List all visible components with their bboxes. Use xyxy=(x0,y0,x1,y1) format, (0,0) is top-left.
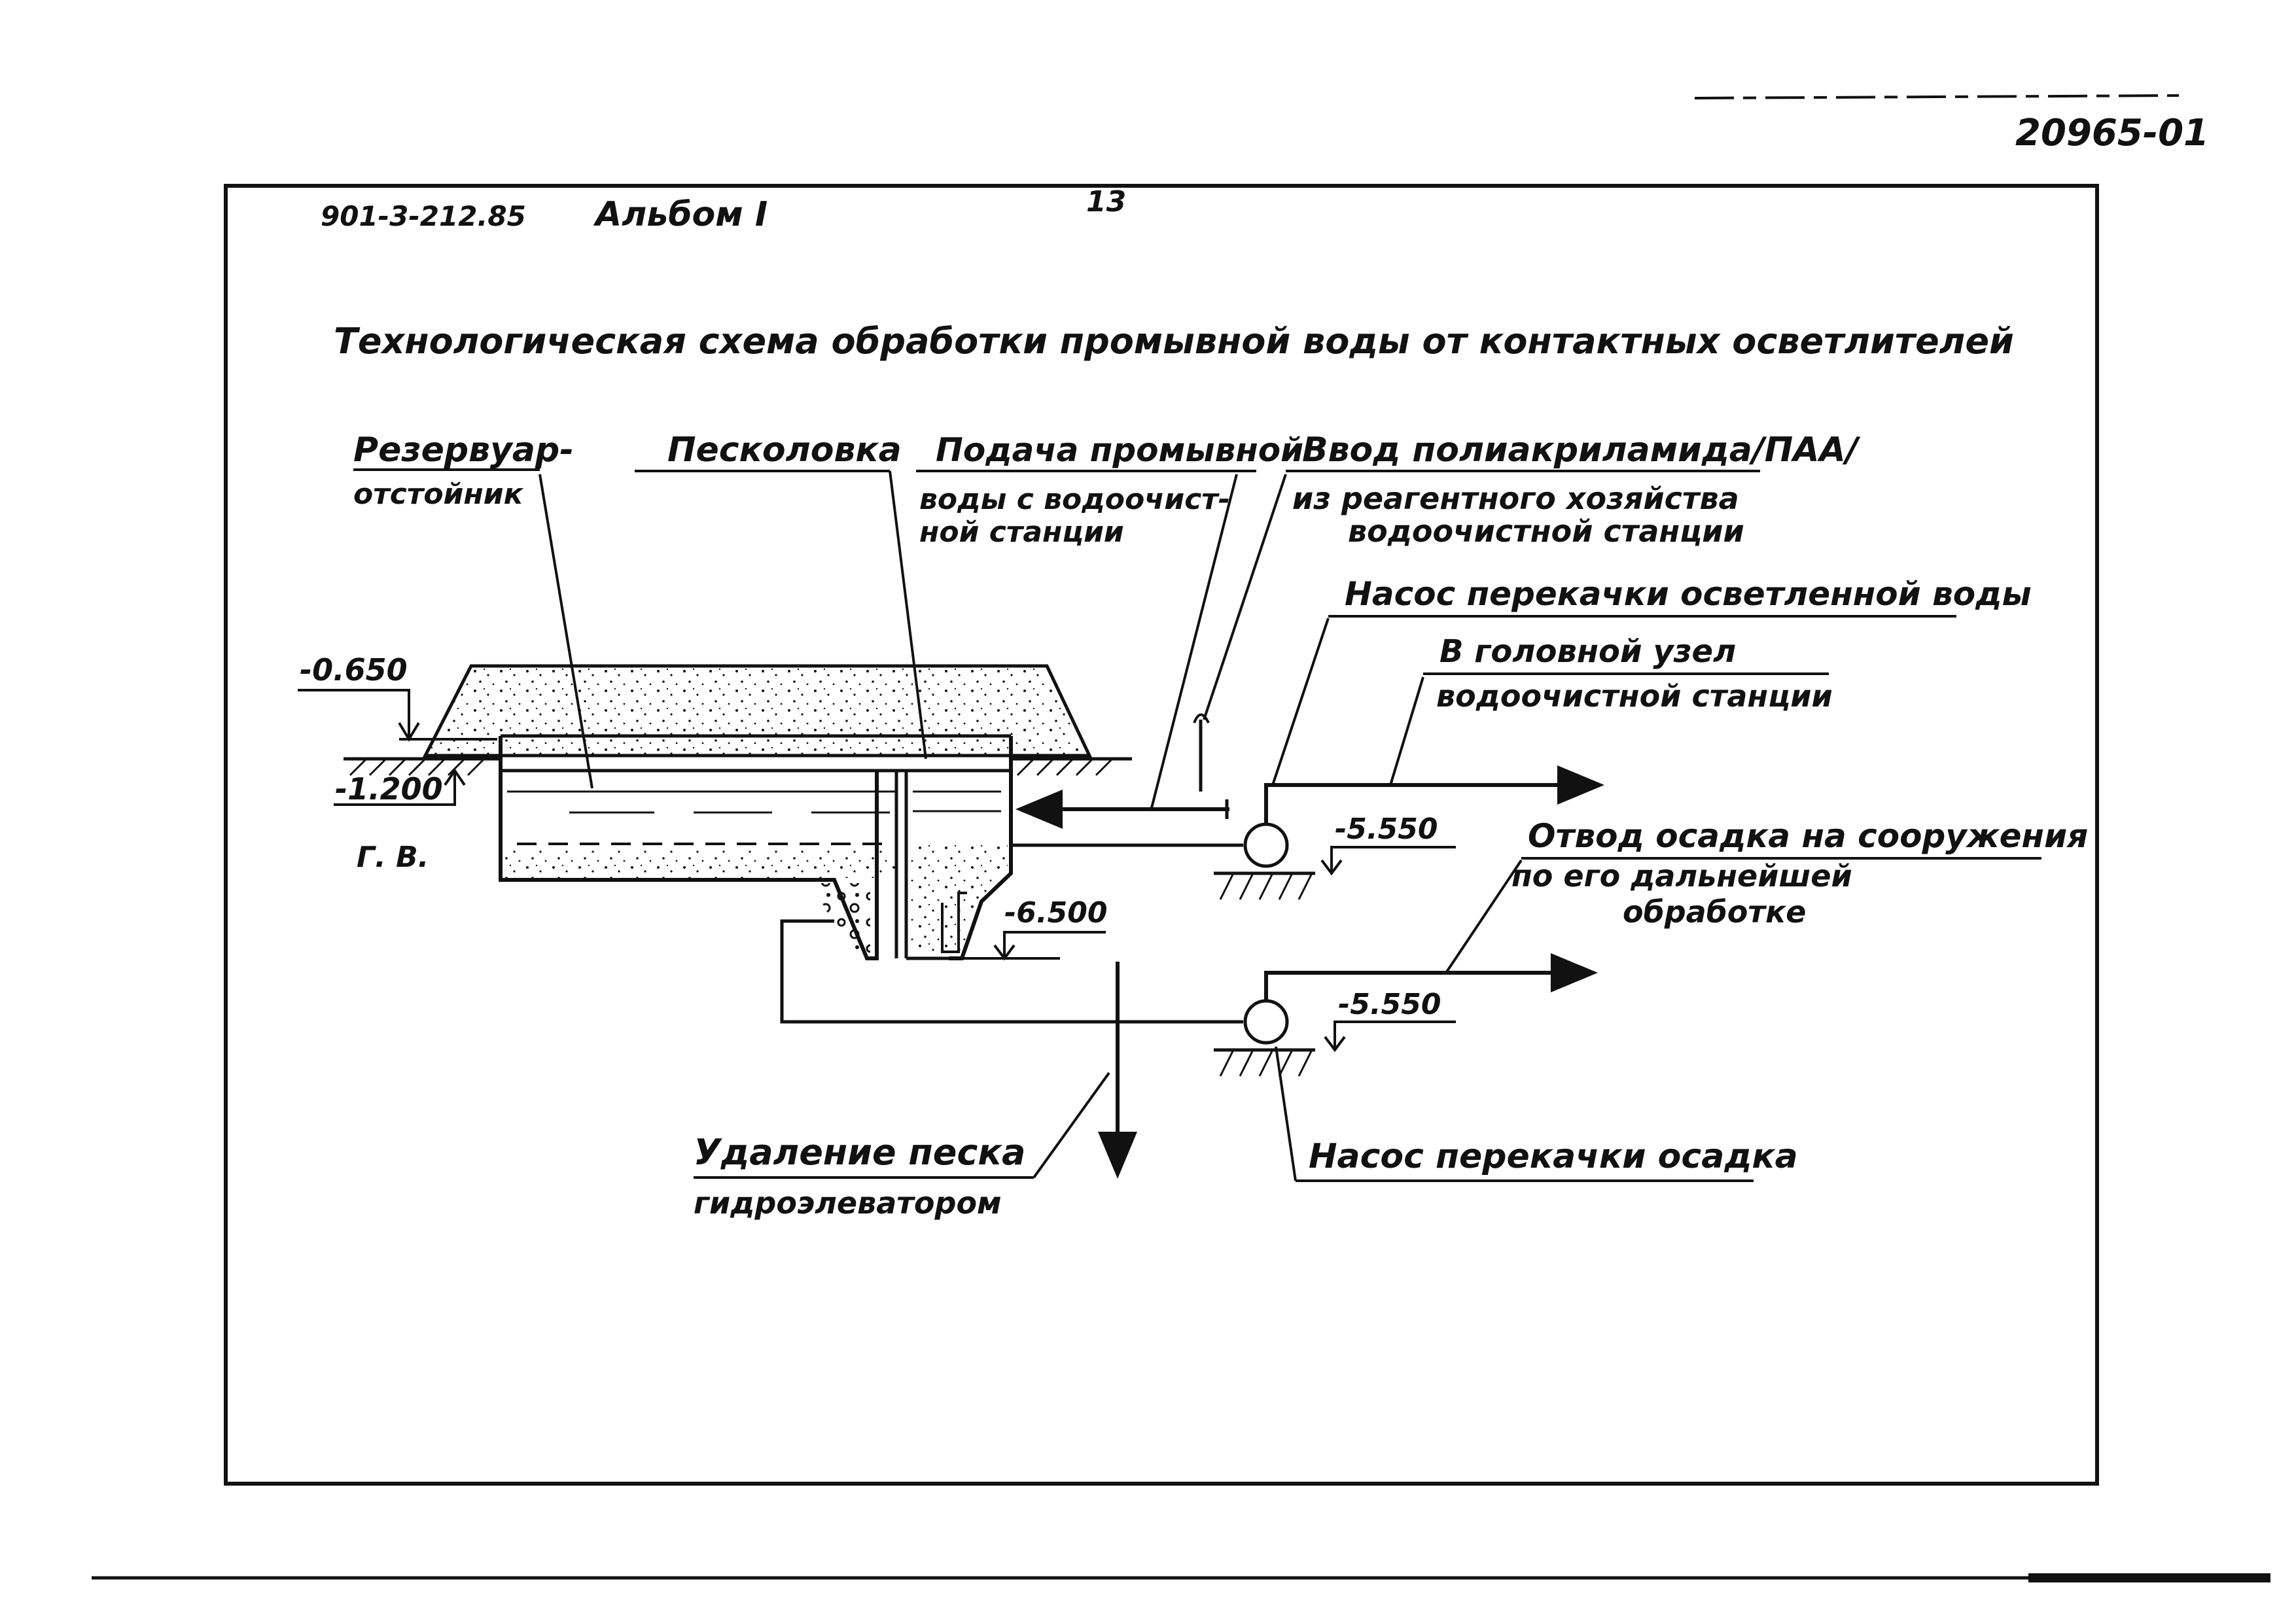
page-title: Технологическая схема обработки промывно… xyxy=(334,321,2014,362)
ground-surface-left xyxy=(344,757,501,777)
sludge-outlet-pipe xyxy=(1264,953,1598,1001)
svg-text:-5.550: -5.550 xyxy=(1335,812,1438,846)
clarified-water-outlet-pipe xyxy=(1264,765,1604,824)
top-rule xyxy=(1694,94,2180,99)
label-sand-removal: Удаление песка гидроэлеватором xyxy=(694,1072,1110,1221)
label-wash-water-supply: Подача промывной воды с водоочист- ной с… xyxy=(916,431,1303,809)
label-clarified-water-pump: Насос перекачки осветленной воды xyxy=(1271,575,2032,786)
elevation-mark-ground-water: -1.200 Г. В. xyxy=(334,768,466,874)
sand-trap xyxy=(805,736,1013,960)
svg-text:Насос перекачки осветленной во: Насос перекачки осветленной воды xyxy=(1345,575,2032,613)
svg-text:Песколовка: Песколовка xyxy=(667,430,902,470)
svg-text:-0.650: -0.650 xyxy=(300,652,408,688)
svg-text:ной станции: ной станции xyxy=(919,515,1124,549)
svg-text:Резервуар-: Резервуар- xyxy=(353,430,574,470)
elevation-mark-top: -0.650 xyxy=(298,652,497,742)
clarified-water-pump xyxy=(1243,822,1289,868)
elevation-mark-pump-1: -5.550 xyxy=(1320,812,1456,876)
svg-text:В головной узел: В головной узел xyxy=(1439,633,1736,670)
svg-text:гидроэлеватором: гидроэлеватором xyxy=(694,1185,1002,1221)
svg-text:Отвод осадка на сооружения: Отвод осадка на сооружения xyxy=(1528,817,2088,855)
svg-text:Г. В.: Г. В. xyxy=(357,841,429,874)
label-sludge-pump: Насос перекачки осадка xyxy=(1275,1046,1798,1182)
sludge-suction-pipe xyxy=(780,919,1243,1024)
pump-2-base xyxy=(1214,1048,1315,1077)
svg-text:-6.500: -6.500 xyxy=(1004,896,1107,930)
svg-text:-5.550: -5.550 xyxy=(1338,988,1441,1021)
label-reservoir-settler: Резервуар- отстойник xyxy=(353,430,593,789)
paa-feed-inlet xyxy=(1193,713,1210,724)
svg-text:водоочистной станции: водоочистной станции xyxy=(1436,678,1833,714)
svg-text:Насос перекачки осадка: Насос перекачки осадка xyxy=(1309,1137,1798,1176)
svg-text:воды с водоочист-: воды с водоочист- xyxy=(919,483,1230,516)
svg-text:отстойник: отстойник xyxy=(353,478,524,511)
label-sludge-outlet: Отвод осадка на сооружения по его дальне… xyxy=(1445,817,2088,974)
svg-text:Удаление песка: Удаление песка xyxy=(694,1132,1025,1173)
svg-text:водоочистной станции: водоочистной станции xyxy=(1348,514,1744,549)
svg-text:обработке: обработке xyxy=(1623,894,1807,930)
earth-embankment xyxy=(422,664,1092,758)
elevation-mark-sand-trap-bottom: -6.500 xyxy=(962,896,1107,961)
doc-number: 20965-01 xyxy=(2015,112,2209,154)
ground-surface-right xyxy=(1011,757,1132,777)
label-polyacrylamide-input: Ввод полиакриламида/ПАА/ из реагентного … xyxy=(1203,430,1861,720)
page-number: 13 xyxy=(1086,185,1126,218)
svg-text:-1.200: -1.200 xyxy=(335,771,443,807)
label-sand-trap: Песколовка xyxy=(635,430,927,759)
sludge-pump xyxy=(1243,999,1289,1045)
album-label: Альбом I xyxy=(593,195,768,234)
svg-text:из реагентного хозяйства: из реагентного хозяйства xyxy=(1292,481,1739,516)
label-head-node: В головной узел водоочистной станции xyxy=(1389,633,1833,786)
svg-text:по его дальнейшей: по его дальнейшей xyxy=(1511,858,1852,894)
series-code: 901-3-212.85 xyxy=(321,200,526,232)
svg-text:Ввод полиакриламида/ПАА/: Ввод полиакриламида/ПАА/ xyxy=(1302,430,1861,470)
pump-1-base xyxy=(1214,871,1315,900)
elevation-mark-pump-2: -5.550 xyxy=(1324,988,1456,1053)
drawing-frame xyxy=(224,184,2099,1486)
svg-text:Подача промывной: Подача промывной xyxy=(936,431,1303,469)
reservoir-settler-tank xyxy=(499,734,1011,882)
